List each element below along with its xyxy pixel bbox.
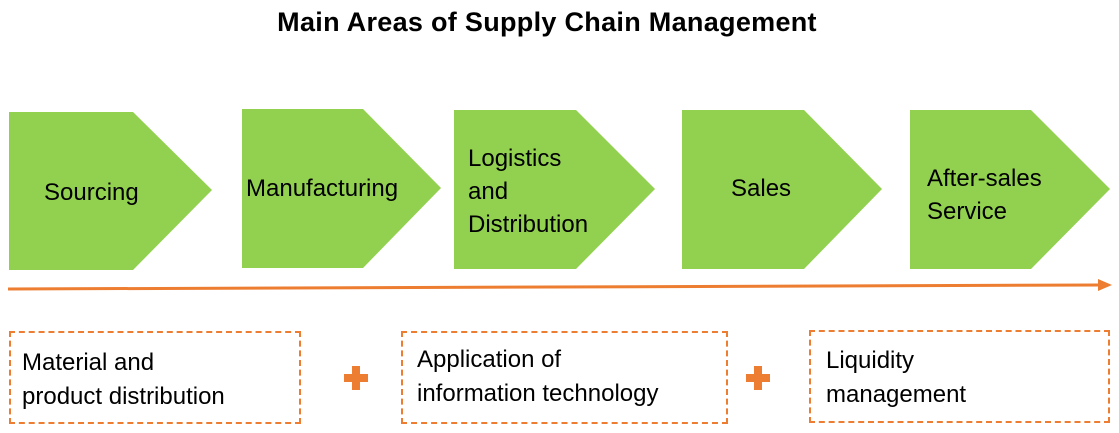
stage-shape-sales <box>682 110 882 269</box>
arrow-right-icon <box>7 279 1112 291</box>
note-box-liquidity <box>809 330 1110 423</box>
note-box-material <box>9 331 301 424</box>
stage-shape-sourcing <box>9 112 212 270</box>
stage-label-logistics: Logistics and Distribution <box>468 145 589 238</box>
diagram-title: Main Areas of Supply Chain Management <box>277 7 817 37</box>
plus-icon <box>746 366 770 390</box>
stage-label-after-sales: After-sales Service <box>927 165 1042 225</box>
stage-shape-logistics <box>454 110 655 269</box>
stage-label-sales: Sales <box>731 175 792 202</box>
stage-shape-after-sales <box>910 110 1110 269</box>
note-text-material: Material and product distribution <box>22 349 225 410</box>
note-text-liquidity: Liquidity management <box>826 347 967 408</box>
stage-shape-manufacturing <box>242 109 441 268</box>
plus-icon <box>344 366 368 390</box>
note-box-information-technology <box>401 331 728 424</box>
stage-label-sourcing: Sourcing <box>44 179 139 206</box>
note-text-information-technology: Application of information technology <box>417 346 659 407</box>
stage-label-manufacturing: Manufacturing <box>246 175 399 202</box>
